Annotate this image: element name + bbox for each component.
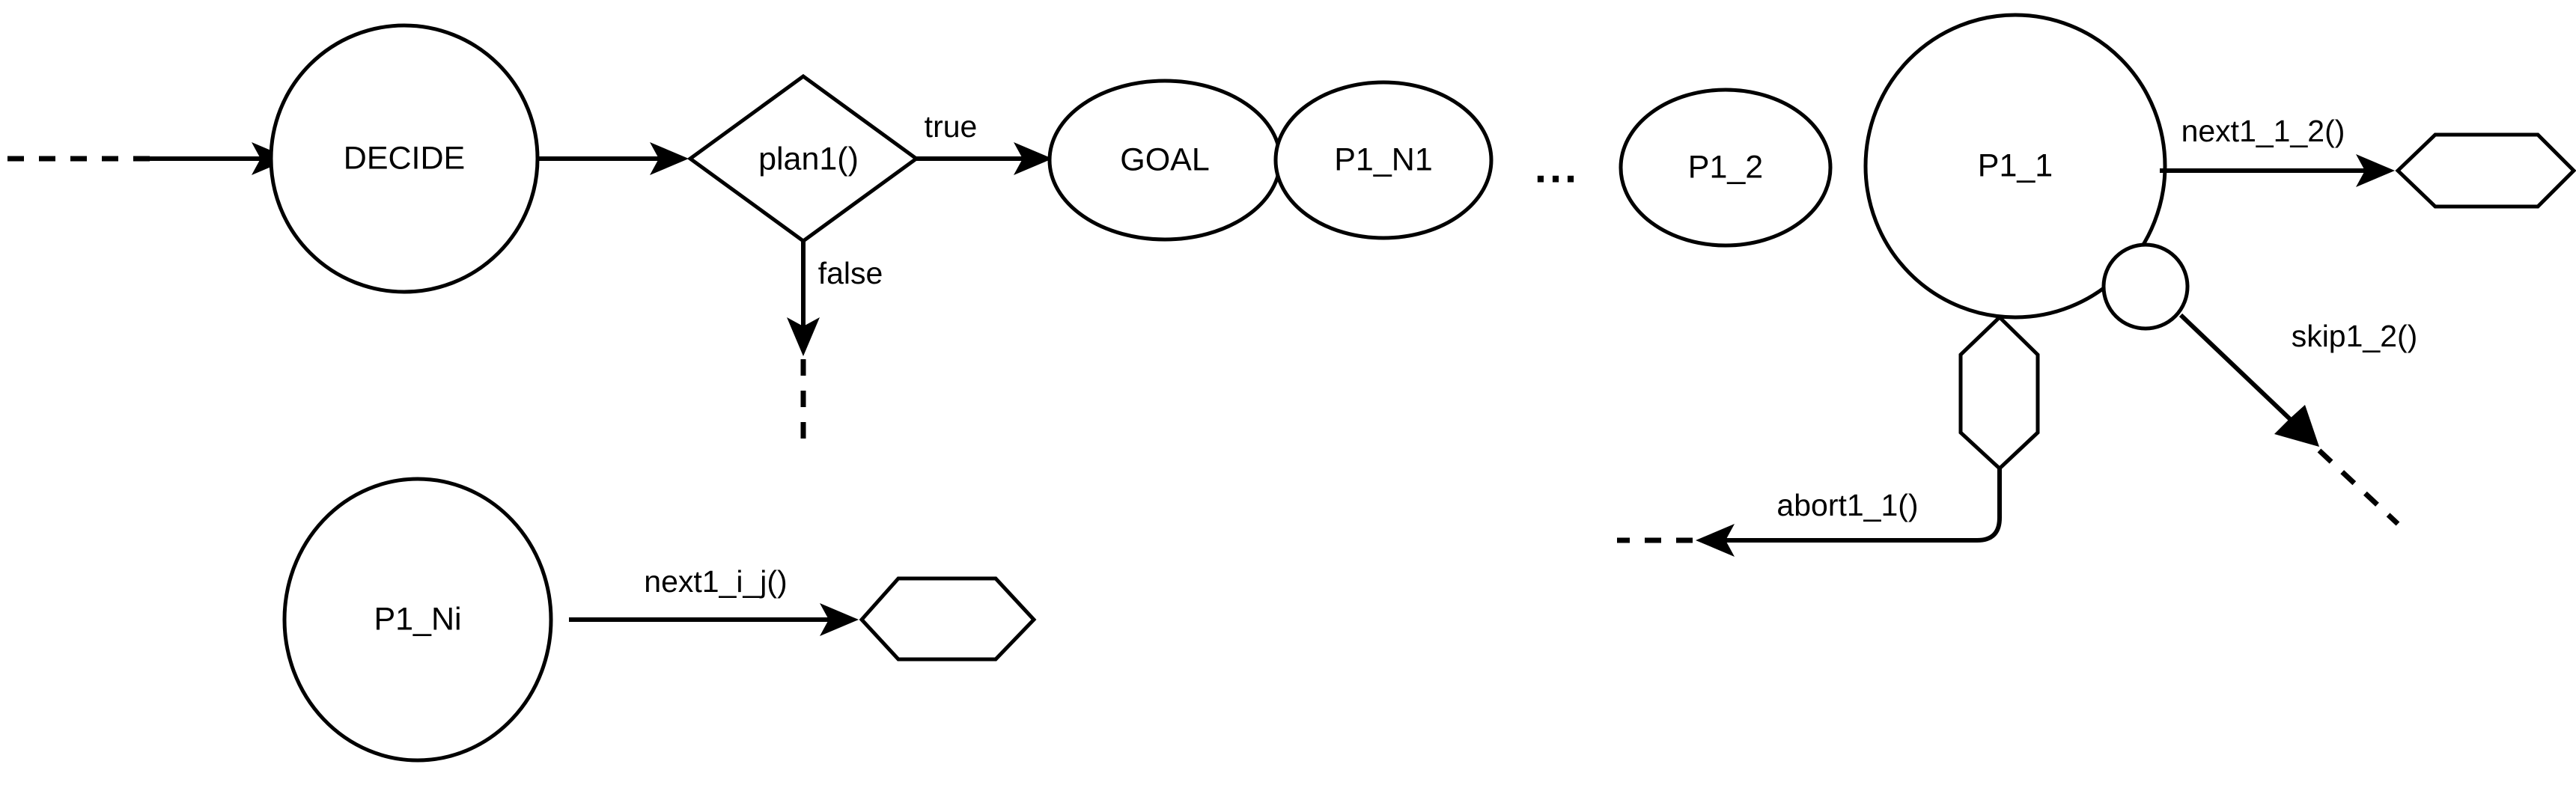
node-p1-1[interactable]: P1_1	[1863, 13, 2167, 320]
p1-ni-label: P1_Ni	[374, 601, 461, 637]
edge-skip1-2: skip1_2()	[2178, 313, 2418, 526]
skip1-2-line	[2178, 313, 2293, 422]
node-decide[interactable]: DECIDE	[269, 23, 540, 294]
node-hex-right[interactable]	[2395, 132, 2576, 209]
plan-true-label: true	[925, 109, 978, 144]
edge-abort1-1: abort1_1()	[1617, 468, 2002, 557]
hex-down-shape[interactable]	[1958, 314, 2040, 471]
decide-circle[interactable]	[269, 23, 540, 294]
plan-false-label: false	[818, 256, 883, 290]
p1-ni-ellipse[interactable]	[282, 477, 553, 763]
edge-plan-false: false	[787, 241, 883, 442]
node-plan[interactable]: plan1()	[686, 73, 920, 244]
p1-n1-ellipse[interactable]	[1273, 80, 1493, 240]
edge-next1-i-j: next1_i_j()	[569, 564, 859, 636]
node-p1-ni[interactable]: P1_Ni	[282, 477, 553, 763]
next1-1-2-label: next1_1_2()	[2181, 114, 2345, 148]
decide-label: DECIDE	[344, 140, 465, 176]
small-circle-shape[interactable]	[2101, 242, 2190, 331]
node-hex-down[interactable]	[1958, 314, 2040, 471]
abort1-1-label: abort1_1()	[1776, 488, 1918, 522]
p1-1-label: P1_1	[1978, 147, 2053, 183]
node-small-circle[interactable]	[2101, 242, 2190, 331]
hex-bottom-shape[interactable]	[859, 576, 1037, 662]
p1-1-circle[interactable]	[1863, 13, 2167, 320]
node-p1-2[interactable]: P1_2	[1619, 88, 1833, 248]
goal-label: GOAL	[1120, 141, 1210, 177]
edge-plan-true: true	[916, 109, 1053, 175]
node-p1-n1[interactable]: P1_N1	[1273, 80, 1493, 240]
edge-next1-1-2: next1_1_2()	[2160, 114, 2395, 187]
plan-true-arrowhead	[1014, 142, 1053, 175]
p1-2-ellipse[interactable]	[1619, 88, 1833, 248]
next1-1-2-arrowhead	[2356, 154, 2395, 187]
skip1-2-dashed	[2317, 448, 2400, 526]
skip1-2-arrowhead	[2274, 405, 2319, 447]
node-hex-bottom[interactable]	[859, 576, 1037, 662]
edge-decide-to-plan	[539, 142, 689, 175]
abort1-1-arrowhead	[1696, 524, 1735, 557]
decide-plan-arrowhead	[650, 142, 689, 175]
plan-false-arrowhead	[787, 317, 820, 356]
next1-i-j-label: next1_i_j()	[644, 564, 787, 599]
ellipsis-label: ...	[1535, 143, 1580, 192]
next1-i-j-arrowhead	[820, 603, 859, 636]
p1-2-label: P1_2	[1688, 149, 1763, 185]
edge-entry	[7, 142, 290, 175]
node-goal[interactable]: GOAL	[1047, 79, 1282, 242]
p1-n1-label: P1_N1	[1334, 141, 1432, 177]
plan-label: plan1()	[758, 141, 859, 177]
hex-right-shape[interactable]	[2395, 132, 2576, 209]
abort1-1-line	[1723, 468, 2002, 543]
skip1-2-label: skip1_2()	[2292, 319, 2418, 353]
